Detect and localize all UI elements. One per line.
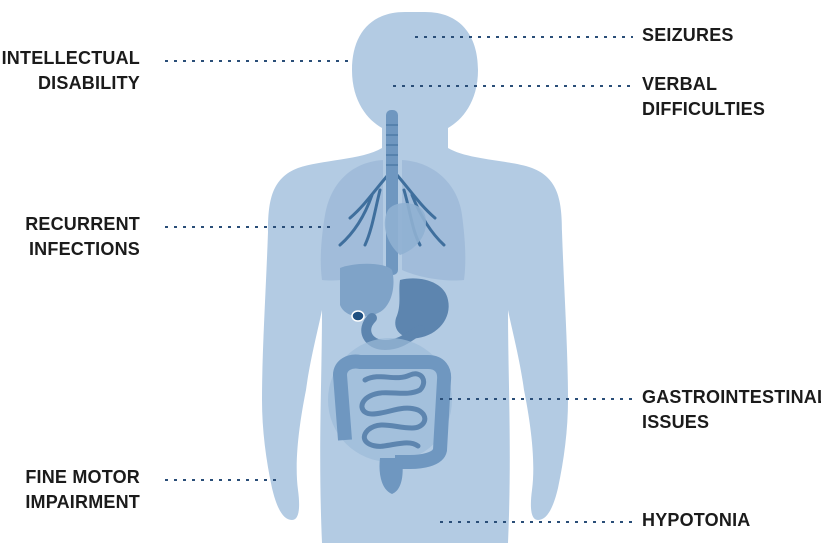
label-line: ISSUES bbox=[642, 410, 821, 435]
label-line: GASTROINTESTINAL bbox=[642, 385, 821, 410]
label-verbal-difficulties: VERBAL DIFFICULTIES bbox=[642, 72, 765, 122]
label-line: HYPOTONIA bbox=[642, 508, 750, 533]
label-line: INTELLECTUAL bbox=[2, 46, 140, 71]
gallbladder bbox=[352, 311, 364, 321]
label-seizures: SEIZURES bbox=[642, 23, 734, 48]
label-line: IMPAIRMENT bbox=[25, 490, 140, 515]
label-fine-motor-impairment: FINE MOTOR IMPAIRMENT bbox=[25, 465, 140, 515]
label-hypotonia: HYPOTONIA bbox=[642, 508, 750, 533]
label-line: SEIZURES bbox=[642, 23, 734, 48]
label-line: DISABILITY bbox=[2, 71, 140, 96]
label-line: FINE MOTOR bbox=[25, 465, 140, 490]
label-line: VERBAL bbox=[642, 72, 765, 97]
label-line: INFECTIONS bbox=[25, 237, 140, 262]
label-line: RECURRENT bbox=[25, 212, 140, 237]
label-recurrent-infections: RECURRENT INFECTIONS bbox=[25, 212, 140, 262]
label-gastrointestinal-issues: GASTROINTESTINAL ISSUES bbox=[642, 385, 821, 435]
label-line: DIFFICULTIES bbox=[642, 97, 765, 122]
label-intellectual-disability: INTELLECTUAL DISABILITY bbox=[2, 46, 140, 96]
